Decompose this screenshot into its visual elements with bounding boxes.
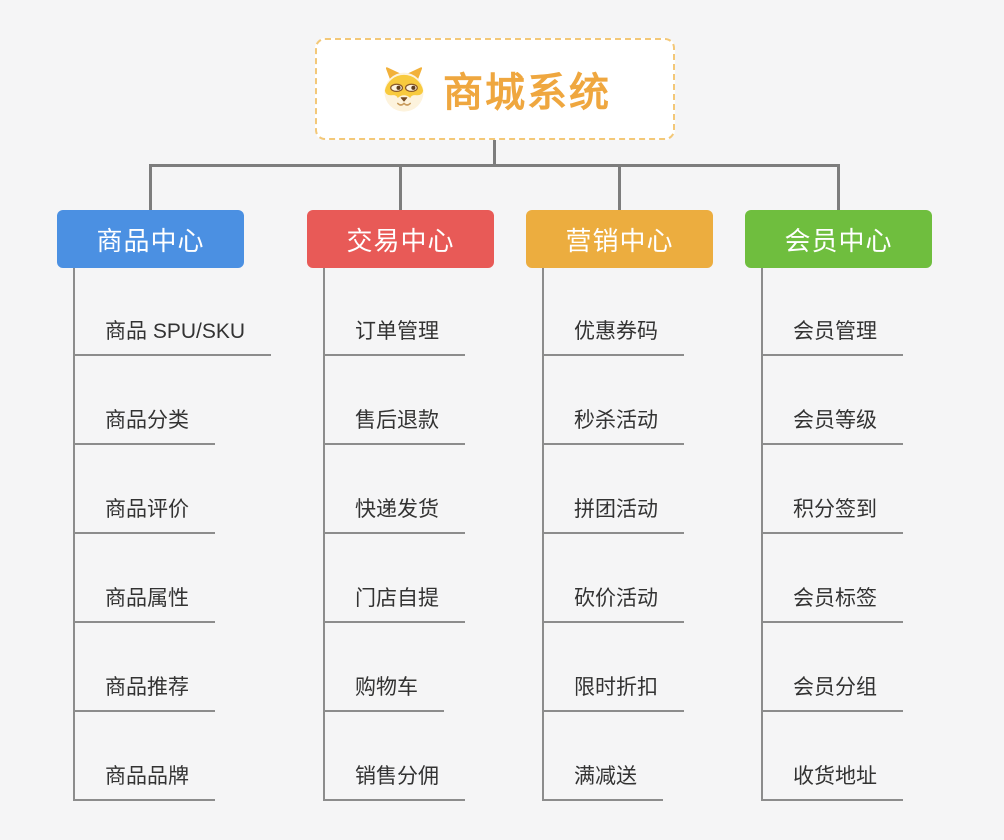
leaf-item[interactable]: 快递发货	[323, 492, 465, 534]
leaf-item[interactable]: 优惠券码	[542, 314, 684, 356]
branch-node[interactable]: 商品中心	[57, 210, 244, 268]
leaf-item[interactable]: 门店自提	[323, 581, 465, 623]
connector-branch-stub	[399, 164, 402, 212]
leaf-item[interactable]: 收货地址	[761, 759, 903, 801]
connector-child-spine	[761, 268, 763, 801]
connector-rail	[149, 164, 840, 167]
leaf-item[interactable]: 商品评价	[73, 492, 215, 534]
leaf-item[interactable]: 砍价活动	[542, 581, 684, 623]
leaf-item[interactable]: 会员分组	[761, 670, 903, 712]
leaf-item[interactable]: 拼团活动	[542, 492, 684, 534]
leaf-item[interactable]: 购物车	[323, 670, 444, 712]
leaf-item[interactable]: 订单管理	[323, 314, 465, 356]
connector-root-stub	[493, 140, 496, 166]
connector-child-spine	[73, 268, 75, 801]
connector-branch-stub	[618, 164, 621, 212]
leaf-item[interactable]: 售后退款	[323, 403, 465, 445]
leaf-item[interactable]: 商品属性	[73, 581, 215, 623]
leaf-item[interactable]: 积分签到	[761, 492, 903, 534]
leaf-item[interactable]: 商品 SPU/SKU	[73, 314, 272, 356]
leaf-item[interactable]: 会员标签	[761, 581, 903, 623]
leaf-item[interactable]: 商品分类	[73, 403, 215, 445]
leaf-item[interactable]: 会员等级	[761, 403, 903, 445]
dog-face-icon	[384, 67, 424, 112]
leaf-item[interactable]: 商品推荐	[73, 670, 215, 712]
leaf-item[interactable]: 销售分佣	[323, 759, 465, 801]
branch-node[interactable]: 交易中心	[307, 210, 494, 268]
connector-branch-stub	[837, 164, 840, 212]
root-node[interactable]: 商城系统	[315, 38, 675, 140]
branch-node[interactable]: 会员中心	[745, 210, 932, 268]
leaf-item[interactable]: 限时折扣	[542, 670, 684, 712]
root-title: 商城系统	[443, 71, 611, 115]
leaf-item[interactable]: 会员管理	[761, 314, 903, 356]
connector-child-spine	[323, 268, 325, 801]
connector-child-spine	[542, 268, 544, 801]
branch-node[interactable]: 营销中心	[526, 210, 713, 268]
leaf-item[interactable]: 秒杀活动	[542, 403, 684, 445]
connector-branch-stub	[149, 164, 152, 212]
leaf-item[interactable]: 满减送	[542, 759, 663, 801]
leaf-item[interactable]: 商品品牌	[73, 759, 215, 801]
